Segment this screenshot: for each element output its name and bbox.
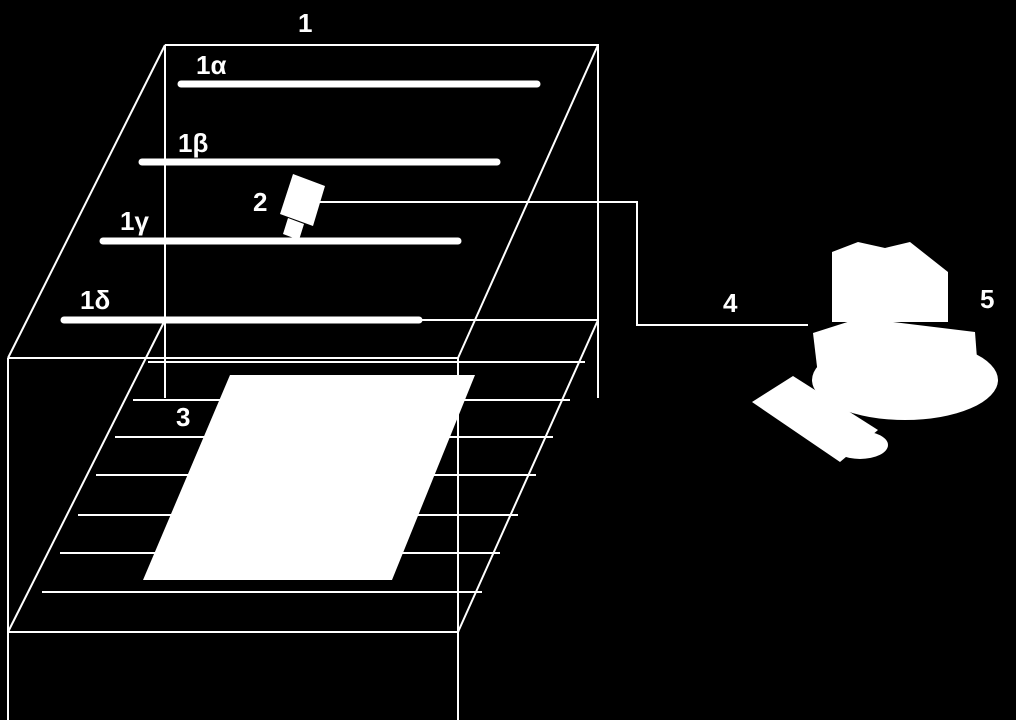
enclosure-top-left-edge bbox=[7, 44, 166, 359]
mouse-icon bbox=[832, 431, 888, 459]
camera bbox=[280, 174, 325, 240]
label-enclosure: 1 bbox=[298, 8, 312, 38]
label-light-alpha: 1α bbox=[196, 50, 226, 80]
light-bars bbox=[60, 80, 541, 324]
label-computer: 5 bbox=[980, 284, 994, 314]
tower-case-icon bbox=[832, 242, 948, 322]
computer-icon bbox=[752, 242, 998, 462]
camera-lens-icon bbox=[283, 218, 304, 240]
enclosure-mid-left-edge bbox=[7, 319, 166, 633]
label-light-delta: 1δ bbox=[80, 285, 110, 315]
label-light-gamma: 1γ bbox=[120, 206, 149, 236]
data-cable bbox=[318, 201, 808, 326]
labels: 1 1α 1β 1γ 1δ 2 3 4 5 bbox=[80, 8, 994, 432]
label-cable: 4 bbox=[723, 288, 738, 318]
monitor-body-icon bbox=[813, 318, 978, 390]
label-light-beta: 1β bbox=[178, 128, 208, 158]
label-camera: 2 bbox=[253, 187, 267, 217]
camera-body-icon bbox=[280, 174, 325, 226]
label-sample: 3 bbox=[176, 402, 190, 432]
sample-sheet bbox=[143, 375, 475, 580]
